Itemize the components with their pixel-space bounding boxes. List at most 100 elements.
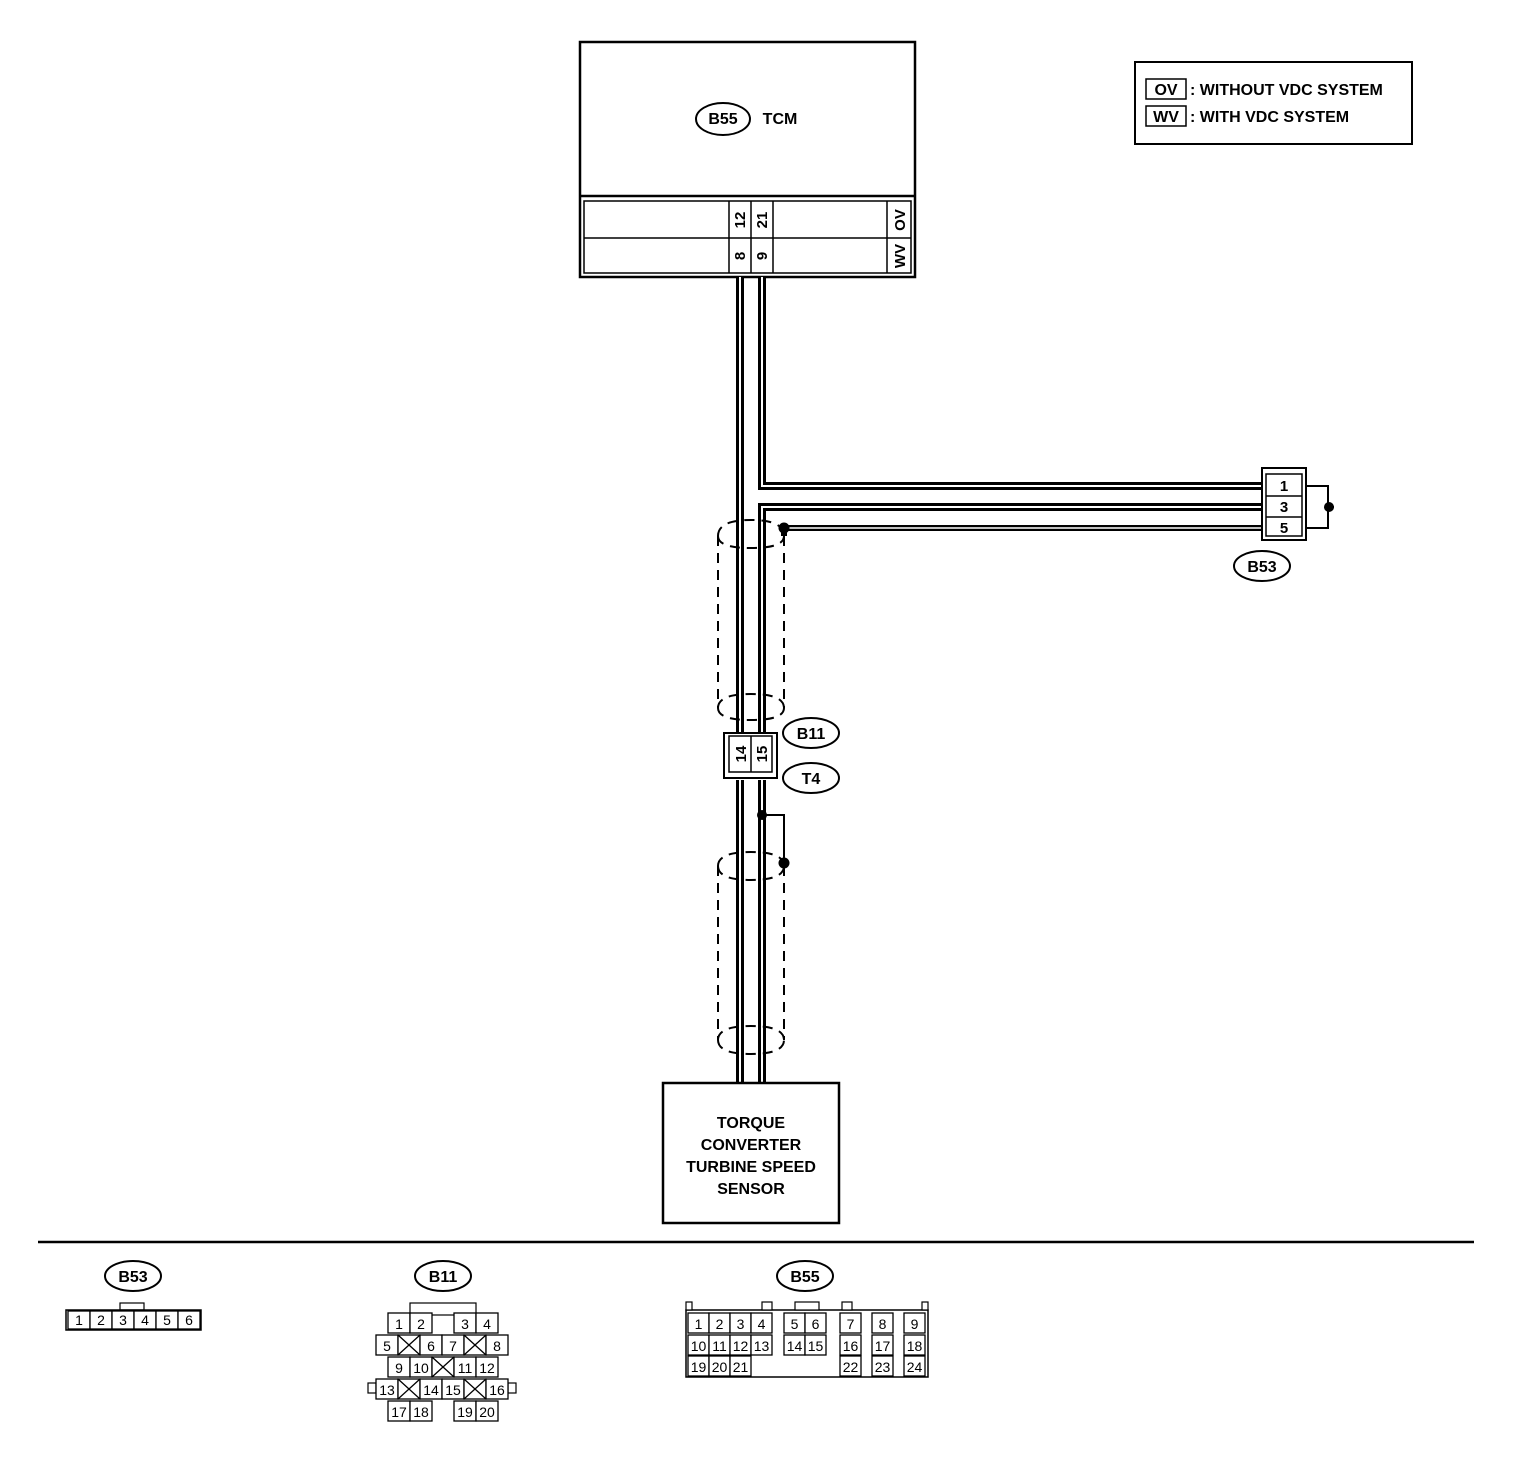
face-b55-pin-20: 20 bbox=[708, 1355, 731, 1377]
svg-text:2: 2 bbox=[716, 1316, 724, 1332]
tcm-pin-12: 12 bbox=[732, 212, 749, 229]
legend-text-wv: : WITH VDC SYSTEM bbox=[1190, 109, 1349, 126]
face-b53-id: B53 bbox=[118, 1269, 147, 1286]
b11-connector-id: B11 bbox=[797, 726, 826, 743]
svg-text:6: 6 bbox=[427, 1338, 435, 1354]
svg-text:14: 14 bbox=[423, 1382, 439, 1398]
svg-text:18: 18 bbox=[907, 1338, 923, 1354]
face-b55-pin-10: 10 bbox=[687, 1334, 710, 1356]
face-b53-pin-1: 1 bbox=[67, 1310, 91, 1330]
svg-text:10: 10 bbox=[413, 1360, 429, 1376]
face-b55-pin-17: 17 bbox=[871, 1334, 894, 1356]
face-b55-pin-9: 9 bbox=[903, 1312, 926, 1334]
svg-text:22: 22 bbox=[843, 1359, 859, 1375]
b53-pin-5: 5 bbox=[1280, 520, 1288, 537]
svg-text:19: 19 bbox=[457, 1404, 473, 1420]
face-b11-pin-14: 14 bbox=[419, 1378, 443, 1400]
face-b55-pin-18: 18 bbox=[903, 1334, 926, 1356]
wire-c bbox=[758, 503, 1262, 735]
svg-text:4: 4 bbox=[141, 1312, 149, 1328]
svg-text:5: 5 bbox=[163, 1312, 171, 1328]
svg-text:16: 16 bbox=[489, 1382, 505, 1398]
face-b53-pin-6: 6 bbox=[177, 1310, 201, 1330]
face-b55-pin-6: 6 bbox=[804, 1312, 827, 1334]
face-b55-pin-12: 12 bbox=[729, 1334, 752, 1356]
face-b55-pin-13: 13 bbox=[750, 1334, 773, 1356]
svg-text:7: 7 bbox=[449, 1338, 457, 1354]
face-b55-id: B55 bbox=[790, 1269, 819, 1286]
svg-text:13: 13 bbox=[379, 1382, 395, 1398]
face-b55-pin-8: 8 bbox=[871, 1312, 894, 1334]
svg-text:9: 9 bbox=[911, 1316, 919, 1332]
face-b11-pin-10: 10 bbox=[409, 1356, 433, 1378]
tcm-connector-id: B55 bbox=[708, 111, 737, 128]
svg-text:3: 3 bbox=[119, 1312, 127, 1328]
svg-text:12: 12 bbox=[733, 1338, 749, 1354]
b11-pin-15: 15 bbox=[754, 746, 771, 763]
face-b11-pin-20: 20 bbox=[475, 1400, 499, 1422]
face-b11-pin-4: 4 bbox=[475, 1312, 499, 1334]
svg-text:8: 8 bbox=[879, 1316, 887, 1332]
b53-pin-1: 1 bbox=[1280, 478, 1288, 495]
face-b55-pin-23: 23 bbox=[871, 1355, 894, 1377]
face-b11-cavity bbox=[397, 1378, 421, 1400]
face-b55-pin-2: 2 bbox=[708, 1312, 731, 1334]
shield-lower bbox=[717, 850, 785, 1056]
shield-wire-lower bbox=[762, 814, 785, 863]
tcm-pin-8: 8 bbox=[732, 252, 749, 260]
svg-text:20: 20 bbox=[479, 1404, 495, 1420]
legend-code-wv: WV bbox=[1153, 109, 1179, 126]
legend-text-ov: : WITHOUT VDC SYSTEM bbox=[1190, 82, 1383, 99]
face-b11-pin-8: 8 bbox=[485, 1334, 509, 1356]
shield-upper bbox=[717, 518, 785, 722]
face-b55-pin-24: 24 bbox=[903, 1355, 926, 1377]
t4-connector-id: T4 bbox=[802, 771, 821, 788]
svg-text:5: 5 bbox=[383, 1338, 391, 1354]
sensor-line-3: TURBINE SPEED bbox=[686, 1159, 816, 1176]
svg-text:9: 9 bbox=[395, 1360, 403, 1376]
face-b11-cavity bbox=[463, 1378, 487, 1400]
sensor-line-4: SENSOR bbox=[717, 1181, 785, 1198]
svg-text:17: 17 bbox=[391, 1404, 407, 1420]
svg-text:4: 4 bbox=[483, 1316, 491, 1332]
sensor-line-1: TORQUE bbox=[717, 1115, 785, 1132]
face-b11-pin-13: 13 bbox=[375, 1378, 399, 1400]
wires bbox=[736, 277, 1262, 1082]
svg-text:2: 2 bbox=[97, 1312, 105, 1328]
face-b11-pin-9: 9 bbox=[387, 1356, 411, 1378]
face-b11-pin-6: 6 bbox=[419, 1334, 443, 1356]
face-b11-cavity bbox=[397, 1334, 421, 1356]
face-b11-id: B11 bbox=[429, 1269, 458, 1286]
svg-text:6: 6 bbox=[185, 1312, 193, 1328]
b53-connector: 1 3 5 B53 bbox=[1233, 467, 1334, 582]
tcm-variant-ov: OV bbox=[892, 209, 909, 231]
face-b55-pin-22: 22 bbox=[839, 1355, 862, 1377]
face-b55-pin-5: 5 bbox=[783, 1312, 806, 1334]
svg-text:11: 11 bbox=[458, 1360, 473, 1376]
face-b55-pin-14: 14 bbox=[783, 1334, 806, 1356]
b53-pin-3: 3 bbox=[1280, 499, 1288, 516]
svg-text:5: 5 bbox=[791, 1316, 799, 1332]
tcm-pin-9: 9 bbox=[754, 252, 771, 260]
face-b11-pin-16: 16 bbox=[485, 1378, 509, 1400]
face-b11-pin-7: 7 bbox=[441, 1334, 465, 1356]
svg-text:1: 1 bbox=[695, 1316, 703, 1332]
svg-text:2: 2 bbox=[417, 1316, 425, 1332]
svg-text:7: 7 bbox=[847, 1316, 855, 1332]
svg-text:1: 1 bbox=[75, 1312, 83, 1328]
face-b55-pin-3: 3 bbox=[729, 1312, 752, 1334]
wire-b bbox=[758, 277, 1262, 490]
face-b55-pin-16: 16 bbox=[839, 1334, 862, 1356]
face-b11-pin-1: 1 bbox=[387, 1312, 411, 1334]
tcm-name: TCM bbox=[763, 111, 798, 128]
tcm-variant-wv: WV bbox=[892, 244, 909, 268]
turbine-speed-sensor: TORQUE CONVERTER TURBINE SPEED SENSOR bbox=[661, 1081, 841, 1225]
svg-text:8: 8 bbox=[493, 1338, 501, 1354]
shield-wire-b53 bbox=[781, 525, 1262, 536]
svg-text:24: 24 bbox=[907, 1359, 923, 1375]
face-b11-pin-11: 11 bbox=[453, 1356, 477, 1378]
b11-pin-14: 14 bbox=[733, 745, 750, 762]
svg-text:20: 20 bbox=[712, 1359, 728, 1375]
face-b55-pin-15: 15 bbox=[804, 1334, 827, 1356]
